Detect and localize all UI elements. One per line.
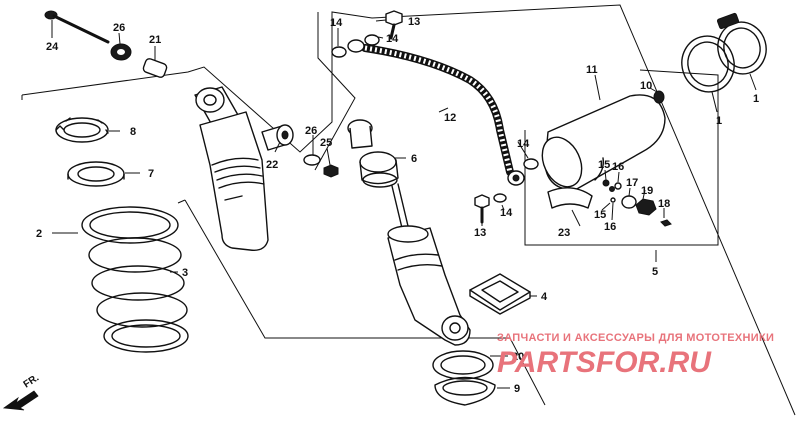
- callout-1-right: 1: [753, 93, 759, 105]
- callout-24: 24: [46, 41, 59, 53]
- callout-3: 3: [182, 267, 188, 279]
- callout-15-bottom: 15: [594, 209, 606, 221]
- part-6-damper-rod: [347, 119, 409, 229]
- watermark-brand: PARTSFOR.RU: [497, 346, 712, 379]
- callout-26-top: 26: [113, 22, 125, 34]
- callout-16-bottom: 16: [604, 221, 616, 233]
- shock-body-upper: [194, 86, 269, 251]
- part-1-clamps: [681, 12, 767, 93]
- small-fittings: [602, 179, 672, 227]
- callout-13-bottom: 13: [474, 227, 486, 239]
- callout-10: 10: [640, 80, 652, 92]
- part-20-ring: [432, 350, 494, 380]
- part-9-bump-stop: [434, 376, 496, 406]
- assembly-frame-lines: [21, 4, 796, 416]
- callout-2: 2: [36, 228, 42, 240]
- part-8-lock-nut: [55, 117, 109, 143]
- part-26-washer: [303, 154, 321, 166]
- part-25-nut: [323, 164, 339, 178]
- shock-body-lower: [387, 225, 471, 346]
- callout-11: 11: [586, 64, 598, 76]
- callout-5: 5: [652, 266, 658, 278]
- part-14-washers: [331, 34, 539, 203]
- callout-9: 9: [514, 383, 520, 395]
- leader-lines: [51, 19, 757, 389]
- part-26-nut-top: [110, 43, 132, 61]
- part-13-bolt-bottom: [474, 194, 490, 224]
- callout-6: 6: [411, 153, 417, 165]
- callout-14-top-left: 14: [330, 17, 343, 29]
- callout-8: 8: [130, 126, 136, 138]
- callout-15-top: 15: [598, 159, 610, 171]
- callout-1-left: 1: [716, 115, 722, 127]
- callout-18: 18: [658, 198, 670, 210]
- callout-16-top: 16: [612, 161, 624, 173]
- callout-21: 21: [149, 34, 161, 46]
- callout-19: 19: [641, 185, 653, 197]
- front-direction-label: FR.: [22, 372, 42, 390]
- watermark-tagline: ЗАПЧАСТИ И АКСЕССУАРЫ ДЛЯ МОТОТЕХНИКИ: [497, 332, 774, 344]
- callout-14-top-right: 14: [386, 33, 399, 45]
- part-11-reservoir: [541, 90, 666, 191]
- part-23-band: [547, 187, 593, 209]
- front-arrow-icon: [2, 390, 39, 411]
- part-21-collar: [142, 58, 168, 78]
- callout-26-mid: 26: [305, 125, 317, 137]
- callout-23: 23: [558, 227, 570, 239]
- part-13-bolt-top: [385, 10, 403, 40]
- callout-7: 7: [148, 168, 154, 180]
- callout-25: 25: [320, 137, 332, 149]
- part-12-reservoir-hose: [347, 39, 525, 186]
- callout-17: 17: [626, 177, 638, 189]
- part-22-bushing: [261, 124, 294, 151]
- callout-20: 20: [512, 351, 524, 363]
- part-7-adjuster-nut: [67, 161, 125, 187]
- callout-22: 22: [266, 159, 278, 171]
- watermark: ЗАПЧАСТИ И АКСЕССУАРЫ ДЛЯ МОТОТЕХНИКИ PA…: [497, 332, 774, 379]
- callout-14-mid: 14: [517, 138, 530, 150]
- callout-12: 12: [444, 112, 456, 124]
- callout-labels: 24 26 21 8 7 2 3 22 26 25 6 4 20 9 12 13…: [36, 16, 759, 395]
- callout-14-bottom: 14: [500, 207, 513, 219]
- callout-13-top: 13: [408, 16, 420, 28]
- front-direction-indicator: FR.: [2, 372, 42, 411]
- part-24-bolt: [44, 10, 110, 44]
- part-3-spring: [81, 206, 189, 353]
- part-4-pad: [469, 273, 531, 315]
- callout-4: 4: [541, 291, 548, 303]
